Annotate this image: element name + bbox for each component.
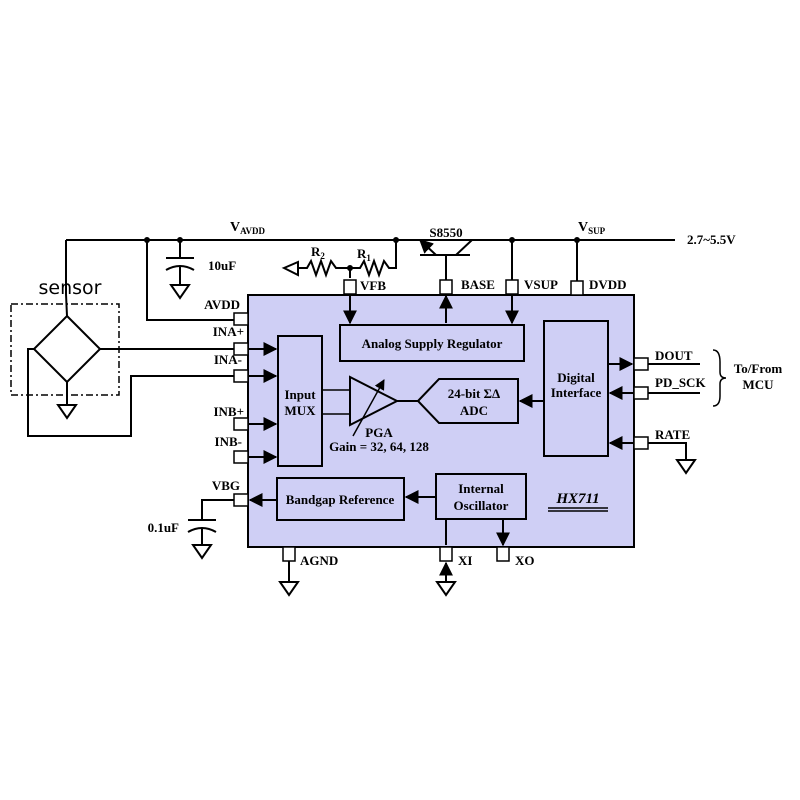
ina-minus-pin (233, 369, 278, 383)
vsup-rail-label: VSUP (578, 220, 606, 236)
rate-pin-label: RATE (655, 427, 690, 442)
avdd-capacitor (165, 240, 195, 300)
adc-label-line2: ADC (460, 403, 488, 418)
agnd-pin (278, 546, 300, 597)
oscillator-label-line2: Oscillator (454, 498, 509, 513)
input-mux-block: Input MUX (277, 335, 323, 467)
xi-pin (435, 520, 457, 597)
dout-pin-label: DOUT (655, 348, 693, 363)
xi-pin-label: XI (458, 553, 472, 568)
vavdd-label: VAVDD (230, 220, 265, 236)
pd-sck-pin (608, 386, 700, 400)
pga-label: PGA (365, 425, 393, 440)
chip-name: HX711 (555, 491, 599, 507)
rate-pin (608, 436, 697, 475)
inb-minus-label: INB- (215, 434, 242, 449)
pga-amplifier: PGA Gain = 32, 64, 128 (322, 375, 429, 454)
r2-label: R2 (311, 244, 325, 261)
avdd-pin-label: AVDD (204, 297, 240, 312)
vfb-pin-label: VFB (360, 278, 386, 293)
r1-label: R1 (357, 246, 371, 263)
digital-label-line2: Interface (551, 385, 602, 400)
inb-minus-pin (233, 450, 278, 464)
feedback-resistors (281, 237, 399, 278)
avdd-pin (233, 312, 249, 326)
oscillator-label-line1: Internal (458, 481, 504, 496)
vbg-cap-value: 0.1uF (148, 520, 179, 535)
vfb-pin (343, 279, 357, 325)
adc-label-line1: 24-bit ΣΔ (448, 386, 500, 401)
adc-block: 24-bit ΣΔ ADC (416, 378, 519, 424)
ina-minus-label: INA- (214, 352, 242, 367)
supply-range-label: 2.7~5.5V (687, 232, 736, 247)
vbg-pin-label: VBG (212, 478, 240, 493)
bandgap-label: Bandgap Reference (286, 492, 395, 507)
ina-plus-pin (233, 342, 278, 356)
bandgap-reference-block: Bandgap Reference (276, 477, 405, 521)
vsup-pin (505, 240, 519, 325)
transistor-label: S8550 (429, 225, 462, 240)
dvdd-pin (570, 240, 584, 296)
ina-plus-label: INA+ (213, 324, 244, 339)
pd-sck-pin-label: PD_SCK (655, 375, 706, 390)
mcu-label-line1: To/From (734, 361, 783, 376)
avdd-wire (146, 240, 240, 321)
digital-interface-block: Digital Interface (543, 320, 609, 457)
xo-pin (496, 520, 510, 562)
inb-plus-pin (233, 417, 278, 431)
base-pin (439, 279, 453, 323)
mcu-label-line2: MCU (742, 377, 774, 392)
sensor-label: sensor (39, 277, 102, 299)
digital-label-line1: Digital (557, 370, 595, 385)
avdd-cap-value: 10uF (208, 258, 236, 273)
xo-pin-label: XO (515, 553, 535, 568)
mcu-brace (712, 349, 727, 407)
agnd-pin-label: AGND (300, 553, 338, 568)
dout-pin (608, 357, 700, 371)
vbg-pin (187, 493, 277, 560)
s8550-transistor (418, 239, 473, 280)
internal-oscillator-block: Internal Oscillator (435, 473, 527, 520)
inb-plus-label: INB+ (213, 404, 244, 419)
mux-label-line1: Input (284, 387, 316, 402)
regulator-label: Analog Supply Regulator (362, 336, 503, 351)
analog-supply-regulator-block: Analog Supply Regulator (339, 324, 525, 362)
vsup-pin-label: VSUP (524, 277, 558, 292)
dvdd-pin-label: DVDD (589, 277, 627, 292)
base-pin-label: BASE (461, 277, 495, 292)
mux-label-line2: MUX (284, 403, 316, 418)
pga-gain-label: Gain = 32, 64, 128 (329, 439, 429, 454)
wheatstone-bridge (27, 293, 240, 437)
